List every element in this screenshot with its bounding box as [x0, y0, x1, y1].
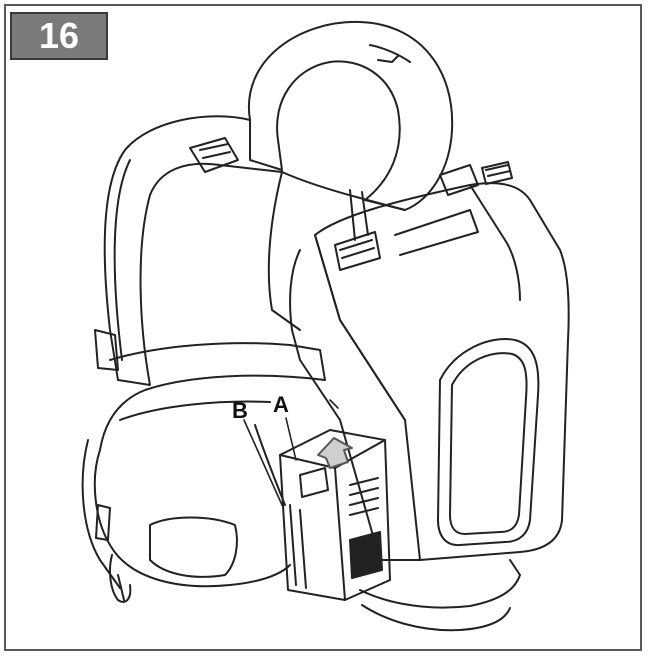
right-shoulder-strap [267, 171, 301, 331]
housing-body [314, 182, 570, 561]
callout-a-leader [285, 417, 297, 461]
housing-base [359, 559, 521, 609]
callout-b-label: B [232, 398, 248, 423]
hip-belt [99, 342, 326, 451]
figure-number-badge: 16 [10, 12, 108, 60]
housing-panel [437, 338, 540, 547]
callout-b-leader [243, 419, 283, 506]
callout-a-label: A [273, 392, 289, 417]
left-shoulder-strap [103, 115, 283, 386]
battery-pack-icon [279, 429, 391, 601]
arrow-up-icon [317, 437, 353, 469]
